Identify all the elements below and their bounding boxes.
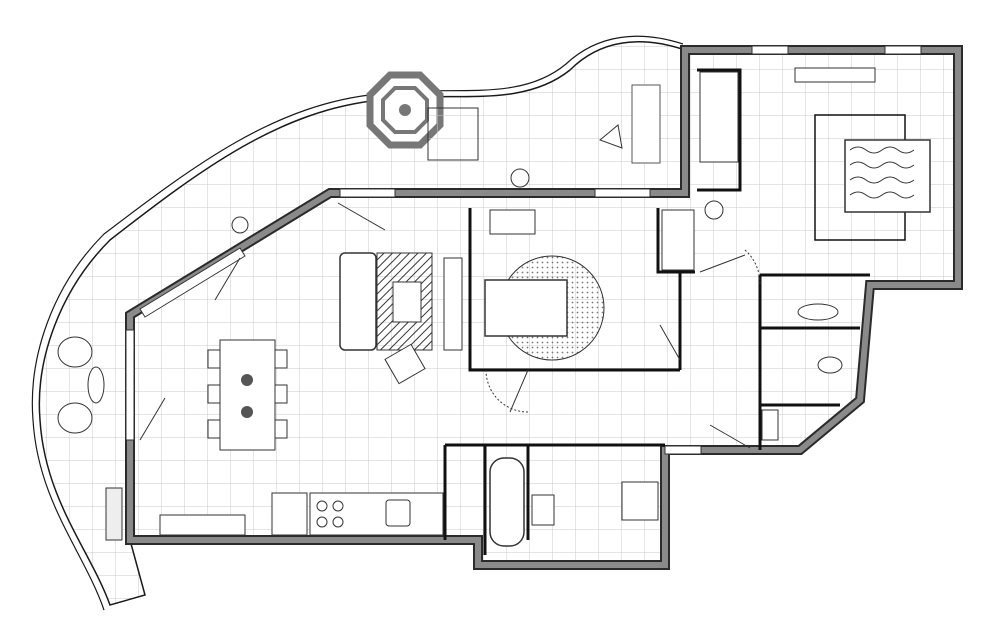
plant-icon xyxy=(510,168,530,188)
bed-icon xyxy=(484,279,568,337)
desk xyxy=(489,209,536,235)
lounge-chair-icon xyxy=(57,336,105,434)
interior-walls xyxy=(443,68,906,555)
coffee-table xyxy=(392,281,422,323)
side-table xyxy=(599,124,623,149)
window xyxy=(751,45,789,55)
electric-panel-icon xyxy=(761,409,779,441)
umbrella-icon xyxy=(366,71,444,149)
kitchen-counter xyxy=(159,492,444,536)
windows xyxy=(125,45,922,455)
outdoor-table xyxy=(427,107,479,161)
armchair xyxy=(384,343,426,385)
door-swing-icon xyxy=(139,202,761,449)
tv-cabinet xyxy=(443,257,463,351)
toilet-icon xyxy=(817,356,843,374)
window xyxy=(339,188,396,198)
sink-icon xyxy=(531,494,555,526)
exterior-wall-fill xyxy=(127,47,961,568)
sink-icon xyxy=(797,303,839,321)
planter xyxy=(105,487,123,541)
window xyxy=(139,247,246,318)
bed-icon xyxy=(844,139,931,213)
window xyxy=(884,45,922,55)
dining-table-icon xyxy=(207,339,288,451)
sun-lounger xyxy=(631,84,661,164)
sink-icon xyxy=(385,499,411,527)
sofa-icon xyxy=(339,252,377,351)
washing-machine xyxy=(621,481,659,521)
window xyxy=(594,188,651,198)
dresser xyxy=(794,67,876,83)
plant-icon xyxy=(704,200,724,220)
bathtub-icon xyxy=(489,457,525,547)
window xyxy=(125,329,135,441)
plant-icon xyxy=(231,216,249,234)
window xyxy=(664,445,702,455)
stove-icon xyxy=(316,500,344,528)
terrace-railing xyxy=(31,35,684,611)
wardrobe-icon xyxy=(661,71,739,271)
